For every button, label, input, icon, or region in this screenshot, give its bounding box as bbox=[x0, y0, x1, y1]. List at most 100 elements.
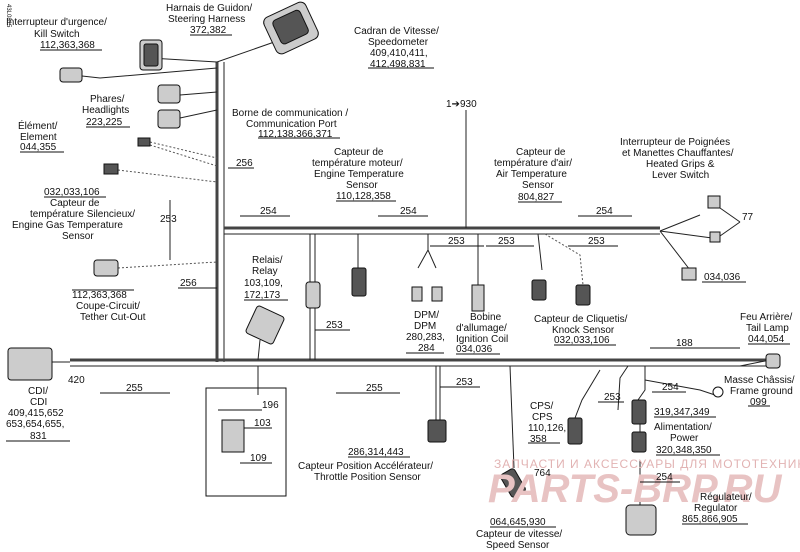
gas-temp-label: Sensor bbox=[62, 231, 94, 242]
wire-number: 420 bbox=[68, 375, 85, 386]
ignition-coil-connector-icon bbox=[471, 284, 485, 312]
dpm-refs: 284 bbox=[418, 343, 435, 354]
element-label: Élément/ bbox=[18, 119, 58, 132]
wire-number: 764 bbox=[534, 468, 551, 479]
frame-ground-label: Masse Châssis/ bbox=[724, 375, 795, 386]
wire-number: 256 bbox=[180, 278, 197, 289]
inset-wire-number: 109 bbox=[250, 453, 267, 464]
grip-connector-icon bbox=[681, 267, 697, 281]
cps-connector-icon bbox=[567, 417, 583, 445]
engine-temp-label: Sensor bbox=[346, 180, 378, 191]
gas-temp-refs: 032,033,106 bbox=[44, 187, 100, 198]
power-connector-icon bbox=[631, 399, 647, 425]
engine-temp-label: température moteur/ bbox=[312, 158, 403, 169]
dpm-label: DPM/ bbox=[414, 310, 439, 321]
inset-wire-number: 196 bbox=[262, 400, 279, 411]
kill-switch-refs: 112,363,368 bbox=[40, 40, 95, 51]
steering-harness-label: Harnais de Guidon/ bbox=[166, 3, 252, 14]
page-ref: 1➔930 bbox=[446, 99, 477, 110]
relay-refs: 103,109, bbox=[244, 278, 283, 289]
wire-number: 254 bbox=[260, 206, 277, 217]
ignition-coil-label: d'allumage/ bbox=[456, 323, 507, 334]
tether-refs: 112,363,368 bbox=[72, 290, 127, 301]
detail-inset-frame bbox=[205, 387, 287, 497]
headlight-connector-icon bbox=[157, 109, 181, 129]
relay-icon bbox=[245, 305, 285, 345]
relay-label: Relay bbox=[252, 266, 278, 277]
regulator-label: Regulator bbox=[694, 503, 738, 514]
air-temp-connector-icon bbox=[531, 279, 547, 301]
speed-sensor-label: Speed Sensor bbox=[486, 540, 550, 551]
throttle-label: Capteur Position Accélérateur/ bbox=[298, 461, 433, 472]
speedometer-label: Cadran de Vitesse/ bbox=[354, 26, 439, 37]
power-label: Alimentation/ bbox=[654, 422, 712, 433]
wire-number: 256 bbox=[236, 158, 253, 169]
engine-temp-label: Capteur de bbox=[334, 147, 384, 158]
wire-number: 77 bbox=[742, 212, 754, 223]
tail-lamp-label: Feu Arrière/ bbox=[740, 312, 792, 323]
connectors bbox=[7, 1, 781, 536]
throttle-sensor-connector-icon bbox=[427, 419, 447, 443]
engine-temp-connector-icon bbox=[351, 267, 367, 297]
wire-number: 188 bbox=[676, 338, 693, 349]
ignition-coil-label: Ignition Coil bbox=[456, 334, 508, 345]
speedometer-refs: 409,410,411, bbox=[370, 48, 428, 59]
cdi-refs: 831 bbox=[30, 431, 47, 442]
wire-number: 254 bbox=[596, 206, 613, 217]
wire-number: 253 bbox=[498, 236, 515, 247]
frame-ground-label: Frame ground bbox=[730, 386, 793, 397]
wire-number: 254 bbox=[400, 206, 417, 217]
dpm-refs: 280,283, bbox=[406, 332, 445, 343]
headlights-label: Phares/ bbox=[90, 94, 125, 105]
diagram-code: 43L0815 bbox=[5, 4, 11, 28]
steering-harness-label: Steering Harness bbox=[168, 14, 245, 25]
component-labels: Interrupteur d'urgence/ Kill Switch 112,… bbox=[6, 3, 795, 551]
air-temp-refs: 804,827 bbox=[518, 192, 555, 203]
cps-label: CPS/ bbox=[530, 401, 554, 412]
grip-switch-connector-icon bbox=[707, 195, 721, 209]
kill-switch-connector-icon bbox=[59, 67, 83, 83]
wire-number: 253 bbox=[456, 377, 473, 388]
power-refs: 319,347,349 bbox=[654, 407, 710, 418]
inset-wire-number: 103 bbox=[254, 418, 271, 429]
gas-temp-label: Capteur de bbox=[50, 198, 100, 209]
steering-harness-refs: 372,382 bbox=[190, 25, 227, 36]
tether-connector-icon bbox=[93, 259, 119, 277]
air-temp-label: Capteur de bbox=[516, 147, 566, 158]
cps-label: CPS bbox=[532, 412, 553, 423]
kill-switch-label: Interrupteur d'urgence/ bbox=[6, 17, 107, 28]
knock-sensor-label: Knock Sensor bbox=[552, 325, 615, 336]
power-connector-icon bbox=[631, 431, 647, 453]
tail-lamp-refs: 044,054 bbox=[748, 334, 785, 345]
underlines bbox=[6, 34, 790, 528]
frame-ground-refs: 099 bbox=[750, 397, 767, 408]
speed-sensor-label: Capteur de vitesse/ bbox=[476, 529, 562, 540]
grip-refs: 034,036 bbox=[704, 272, 741, 283]
wire-number: 254 bbox=[656, 472, 673, 483]
frame-ground-icon bbox=[712, 386, 724, 398]
regulator-label: Régulateur/ bbox=[700, 492, 752, 503]
wire-number: 254 bbox=[662, 382, 679, 393]
watermark-line2: PARTS-BRP.RU bbox=[488, 467, 782, 511]
cps-refs: 358 bbox=[530, 434, 547, 445]
wire-numbers: 256 253 256 254 254 254 253 253 253 77 2… bbox=[68, 158, 754, 483]
cdi-label: CDI/ bbox=[28, 386, 48, 397]
gas-temp-label: Engine Gas Temperature bbox=[12, 220, 123, 231]
headlight-connector-icon bbox=[157, 84, 181, 104]
knock-sensor-label: Capteur de Cliquetis/ bbox=[534, 314, 628, 325]
power-label: Power bbox=[670, 433, 699, 444]
dpm-label: DPM bbox=[414, 321, 436, 332]
heated-grips-label: Interrupteur de Poignées bbox=[620, 137, 730, 148]
gas-temp-connector-icon bbox=[103, 163, 119, 175]
lever-switch-connector-icon bbox=[709, 231, 721, 243]
comm-port-label: Communication Port bbox=[246, 119, 337, 130]
cdi-module-icon bbox=[7, 347, 53, 381]
ignition-coil-label: Bobine bbox=[470, 312, 502, 323]
tail-lamp-connector-icon bbox=[765, 353, 781, 369]
inset-relay-icon bbox=[221, 419, 245, 453]
regulator-refs: 865,866,905 bbox=[682, 514, 738, 525]
wire-number: 253 bbox=[160, 214, 177, 225]
speed-sensor-connector-icon bbox=[500, 468, 526, 498]
